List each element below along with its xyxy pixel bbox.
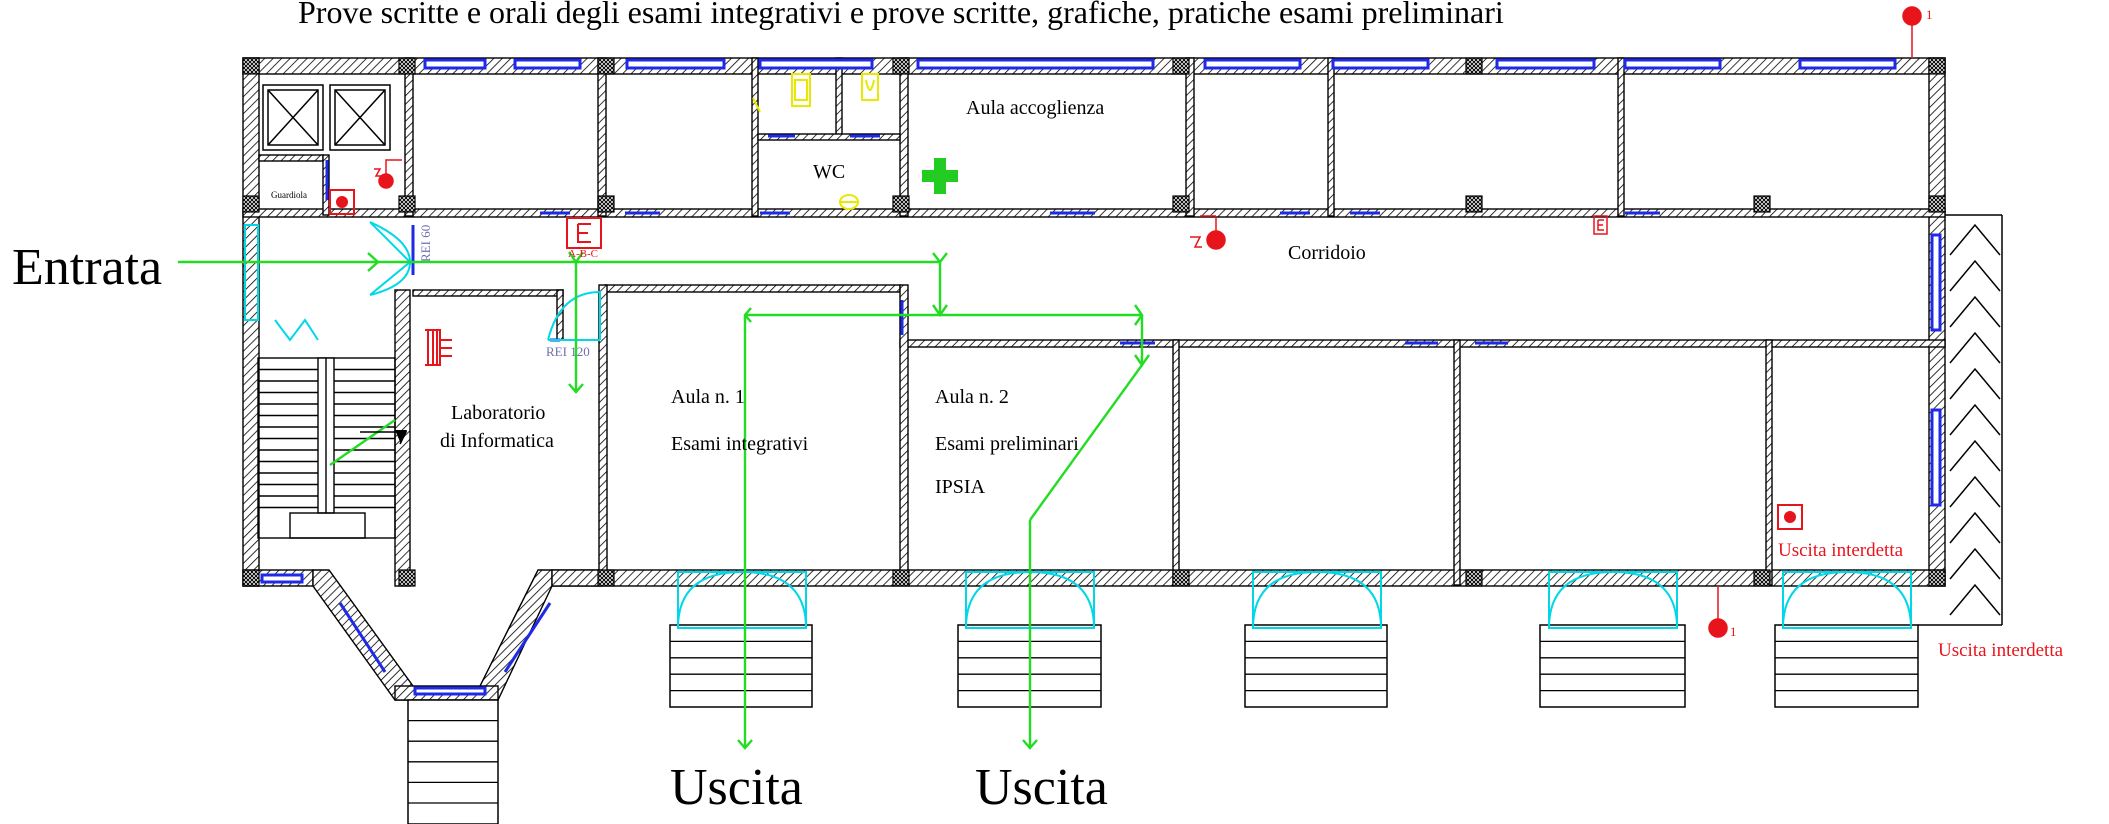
label-lab-line2: di Informatica	[440, 430, 554, 452]
label-entrata: Entrata	[12, 239, 163, 296]
label-aula1-use: Esami integrativi	[671, 433, 809, 455]
alarm-number-bottom: 1	[1730, 624, 1737, 639]
fire-escape-stairs	[1918, 214, 2003, 626]
label-aula2-name: Aula n. 2	[935, 386, 1009, 408]
first-aid-cross-icon	[922, 158, 958, 194]
fire-alarm-icon	[374, 6, 1922, 638]
alarm-button-icon	[329, 189, 355, 215]
label-guardiola: Guardiola	[271, 190, 307, 200]
escape-stair-chevron	[1949, 475, 2001, 508]
fire-extinguisher-icon	[1593, 215, 1608, 235]
escape-stair-chevron	[1949, 403, 2001, 436]
pillars	[242, 57, 1946, 587]
label-aula2-extra: IPSIA	[935, 476, 986, 498]
escape-stair-chevron	[1949, 583, 2001, 616]
label-uscita-right: Uscita	[975, 759, 1108, 816]
label-corridoio: Corridoio	[1288, 242, 1366, 264]
label-aula-accoglienza: Aula accoglienza	[966, 97, 1105, 119]
hydrant-icon	[425, 329, 452, 366]
label-lab-line1: Laboratorio	[451, 402, 546, 424]
label-wc: WC	[813, 161, 846, 183]
sanitary-fixtures	[752, 73, 879, 210]
label-rei120: REI 120	[546, 344, 590, 359]
label-uscita-interdetta-outer: Uscita interdetta	[1938, 640, 2064, 661]
alarm-button-icon	[1777, 504, 1803, 530]
page-title: Prove scritte e orali degli esami integr…	[298, 0, 1504, 30]
label-aula1-name: Aula n. 1	[671, 386, 745, 408]
label-rei60: REI 60	[418, 224, 433, 262]
fire-extinguisher-icon	[566, 217, 602, 249]
stairs	[257, 357, 396, 539]
escape-stair-chevron	[1949, 259, 2001, 292]
alarm-number-top: 1	[1926, 7, 1933, 22]
escape-stair-chevron	[1949, 367, 2001, 400]
door-jambs	[325, 134, 1660, 345]
label-uscita-interdetta-inner: Uscita interdetta	[1778, 540, 1904, 561]
escape-stair-chevron	[1949, 331, 2001, 364]
escape-routes	[178, 251, 1150, 750]
escape-stair-chevron	[1949, 511, 2001, 544]
elevator-icon	[262, 84, 391, 151]
label-uscita-left: Uscita	[670, 759, 803, 816]
escape-stair-chevron	[1949, 295, 2001, 328]
label-extinguisher-class: A-B-C	[568, 248, 598, 260]
escape-stair-chevron	[1949, 439, 2001, 472]
escape-stair-chevron	[1949, 547, 2001, 580]
label-aula2-use: Esami preliminari	[935, 433, 1079, 455]
external-steps	[407, 624, 1919, 824]
escape-stair-chevron	[1949, 223, 2001, 256]
doors	[244, 221, 1912, 629]
windows	[260, 58, 1942, 696]
